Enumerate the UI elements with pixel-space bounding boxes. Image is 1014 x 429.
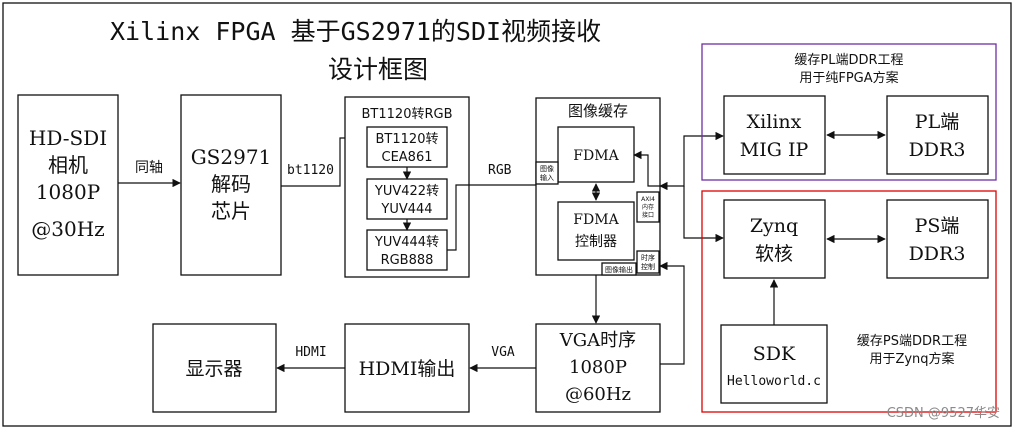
tag-axi4-line2: 内存 [642, 203, 654, 211]
diagram-title-line2: 设计框图 [328, 55, 428, 84]
display-block: 显示器 [152, 323, 277, 413]
mig-ip-block: Xilinx MIG IP [723, 95, 826, 175]
ps-scheme-label-line2: 用于Zynq方案 [869, 351, 954, 367]
fdma-ctrl-line2: 控制器 [575, 234, 617, 250]
vga-line2: 1080P [569, 357, 627, 378]
converter-step3-line2: RGB888 [381, 253, 434, 268]
tag-image-output [601, 262, 637, 276]
decoder-line1: GS2971 [191, 145, 272, 169]
tag-image-input-line1: 图像 [540, 164, 554, 173]
zynq-core-block: Zynq 软核 [723, 199, 826, 279]
converter-step3 [366, 229, 448, 271]
tag-timing-line1: 时序 [641, 253, 655, 262]
tag-image-output-text: 图像输出 [605, 265, 633, 274]
display-label: 显示器 [185, 358, 242, 380]
arrow-buffer-to-mig [659, 131, 724, 191]
camera-block: HD-SDI 相机 1080P @30Hz [17, 94, 119, 276]
decoder-line2: 解码 [211, 172, 251, 196]
tag-axi4-line3: 接口 [642, 211, 654, 219]
ps-ddr3-line2: DDR3 [909, 243, 966, 265]
pl-ddr3-block: PL端 DDR3 [886, 95, 989, 175]
decoder-line3: 芯片 [211, 199, 251, 223]
rgb-label: RGB [488, 163, 512, 178]
camera-name-line3: 1080P [36, 180, 100, 204]
arrow-vga-timing-feedback [659, 261, 685, 365]
zynq-line2: 软核 [755, 243, 793, 265]
tag-axi4 [636, 191, 660, 223]
converter-step2-line2: YUV444 [380, 202, 432, 217]
coax-label: 同轴 [135, 160, 163, 176]
decoder-block: GS2971 解码 芯片 [180, 94, 282, 276]
diagram-title-line1: Xilinx FPGA 基于GS2971的SDI视频接收 [110, 17, 601, 46]
sdk-line2: Helloworld.c [727, 374, 821, 389]
converter-block: BT1120转RGB BT1120转 CEA861 YUV422转 YUV444… [344, 96, 470, 278]
arrow-buffer-to-zynq [683, 186, 724, 243]
vga-timing-block: VGA时序 1080P @60Hz [535, 323, 661, 413]
tag-axi4-line1: AXI4 [641, 196, 655, 203]
fdma-label: FDMA [573, 148, 619, 164]
pl-scheme-label-line2: 用于纯FPGA方案 [799, 70, 898, 86]
buffer-title: 图像缓存 [568, 102, 628, 120]
converter-step2 [366, 178, 448, 220]
buffer-block: 图像缓存 FDMA FDMA 控制器 图像 输入 AXI4 内存 接口 时序 控… [535, 97, 661, 276]
tag-image-input-line2: 输入 [540, 173, 554, 182]
pl-ddr3-line1: PL端 [915, 111, 959, 133]
hdmi-signal-label: HDMI [295, 345, 326, 360]
ps-scheme-label-line1: 缓存PS端DDR工程 [857, 334, 967, 349]
fdma-ctrl-line1: FDMA [573, 212, 619, 228]
mig-line2: MIG IP [740, 139, 809, 161]
tag-timing-line2: 控制 [641, 262, 655, 271]
tag-image-input [535, 161, 559, 185]
ps-ddr3-block: PS端 DDR3 [886, 199, 989, 279]
converter-step1-line2: CEA861 [382, 150, 433, 165]
mig-line1: Xilinx [747, 111, 802, 133]
vga-signal-label: VGA [491, 345, 515, 360]
camera-name-line1: HD-SDI [29, 126, 107, 150]
ps-ddr3-line1: PS端 [915, 215, 960, 237]
fdma-ctrl-block [557, 201, 635, 261]
bt1120-label: bt1120 [287, 163, 334, 178]
vga-line3: @60Hz [565, 384, 631, 405]
pl-scheme-label-line1: 缓存PL端DDR工程 [794, 53, 903, 68]
converter-step1-line1: BT1120转 [376, 132, 439, 147]
converter-title: BT1120转RGB [362, 107, 453, 122]
hdmi-out-block: HDMI输出 [344, 323, 470, 413]
csdn-watermark: CSDN @9527华安 [887, 406, 1000, 421]
sdk-block: SDK Helloworld.c [720, 324, 828, 404]
pl-ddr3-line2: DDR3 [909, 139, 966, 161]
hdmi-out-label: HDMI输出 [359, 358, 456, 380]
sdk-line1: SDK [753, 343, 796, 365]
zynq-line1: Zynq [750, 215, 798, 237]
fdma-block [557, 126, 635, 183]
camera-name-line2: 相机 [48, 153, 88, 177]
arrow-fdma-internal [633, 150, 660, 187]
converter-step2-line1: YUV422转 [374, 184, 439, 199]
camera-name-line4: @30Hz [31, 217, 104, 241]
vga-line1: VGA时序 [559, 330, 636, 351]
pl-scheme-frame [701, 43, 997, 181]
tag-timing-ctrl [636, 250, 660, 274]
ps-scheme-frame [701, 190, 997, 413]
converter-step1 [366, 126, 448, 168]
converter-step3-line1: YUV444转 [374, 235, 439, 250]
